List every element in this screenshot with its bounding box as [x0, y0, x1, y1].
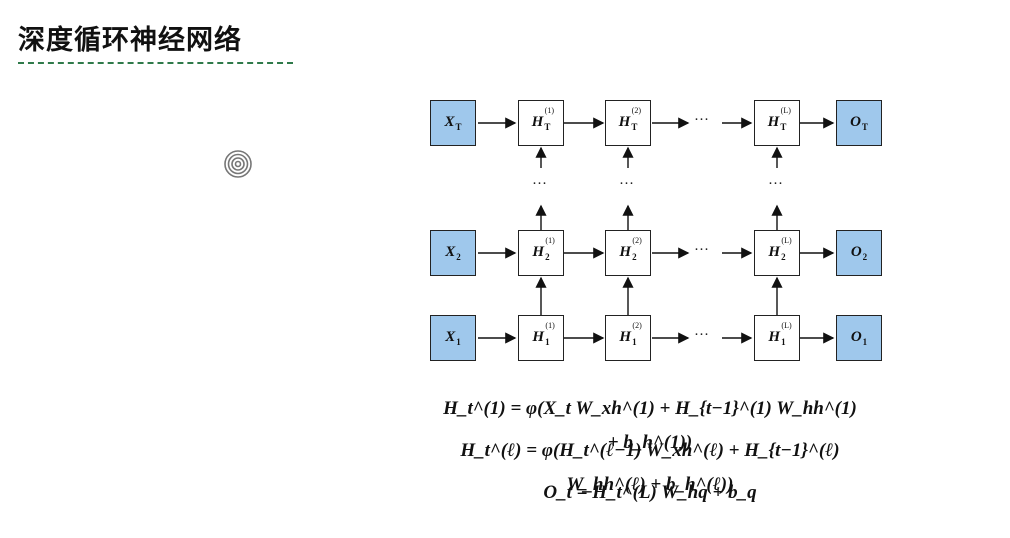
hidden-node-h1-1: H(1)1	[518, 315, 564, 361]
ellipsis-row-2: ···	[694, 242, 709, 258]
equations-block: H_t^(1) = φ(X_t W_xh^(1) + H_{t−1}^(1) W…	[440, 392, 860, 518]
deep-rnn-diagram: XT H(1)T H(2)T ··· H(L)T OT ··· ··· ··· …	[420, 88, 900, 378]
output-node-o1: O1	[836, 315, 882, 361]
hidden-node-h2-1: H(1)2	[518, 230, 564, 276]
output-node-o2: O2	[836, 230, 882, 276]
ellipsis-row-t: ···	[694, 112, 709, 128]
diagram-arrows	[478, 117, 835, 344]
input-node-x2: X2	[430, 230, 476, 276]
input-node-x1: X1	[430, 315, 476, 361]
ellipsis-col-1: ···	[532, 176, 547, 192]
title-underline	[18, 62, 293, 64]
hidden-node-hT-2: H(2)T	[605, 100, 651, 146]
hidden-node-hT-L: H(L)T	[754, 100, 800, 146]
ellipsis-col-2: ···	[619, 176, 634, 192]
hidden-node-h1-L: H(L)1	[754, 315, 800, 361]
input-node-xT: XT	[430, 100, 476, 146]
hidden-node-h1-2: H(2)1	[605, 315, 651, 361]
ellipsis-row-1: ···	[694, 327, 709, 343]
equation-output: O_t = H_t^(L) W_hq + b_q	[543, 482, 757, 503]
ellipsis-col-L: ···	[768, 176, 783, 192]
equation-first-layer: H_t^(1) = φ(X_t W_xh^(1) + H_{t−1}^(1) W…	[443, 398, 857, 453]
output-node-oT: OT	[836, 100, 882, 146]
equation-layer-l: H_t^(ℓ) = φ(H_t^(ℓ−1) W_xh^(ℓ) + H_{t−1}…	[460, 440, 840, 495]
hidden-node-hT-1: H(1)T	[518, 100, 564, 146]
hidden-node-h2-2: H(2)2	[605, 230, 651, 276]
loading-spinner-icon	[224, 150, 252, 178]
hidden-node-h2-L: H(L)2	[754, 230, 800, 276]
slide-title: 深度循环神经网络	[18, 25, 242, 56]
